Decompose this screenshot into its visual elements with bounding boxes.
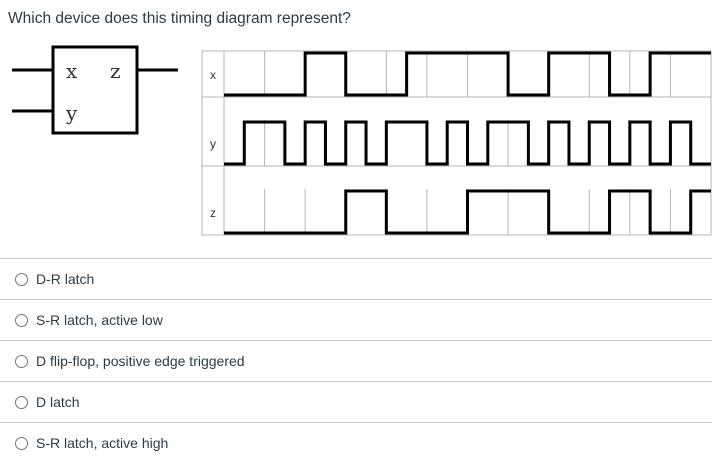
radio-button[interactable] — [15, 313, 28, 327]
answer-option[interactable]: S-R latch, active low — [0, 299, 712, 340]
timing-frame — [201, 50, 712, 236]
device-input-y-label: y — [65, 101, 78, 125]
answer-option[interactable]: D-R latch — [0, 258, 712, 299]
waveform-y — [224, 120, 711, 166]
device-block-diagram: x z y — [12, 45, 178, 135]
question-figure: x z y xyz — [12, 45, 712, 236]
waveform-x — [224, 51, 711, 97]
device-input-x-label: x — [66, 59, 78, 83]
answer-list: D-R latch S-R latch, active low D flip-f… — [0, 258, 712, 463]
device-box — [51, 45, 139, 135]
radio-button[interactable] — [15, 272, 28, 286]
answer-label[interactable]: D latch — [36, 394, 80, 410]
answer-option[interactable]: S-R latch, active high — [0, 422, 712, 463]
answer-label[interactable]: S-R latch, active low — [36, 312, 163, 328]
answer-option[interactable]: D latch — [0, 381, 712, 422]
signal-label-z: z — [210, 206, 216, 220]
answer-label[interactable]: D flip-flop, positive edge triggered — [36, 353, 245, 369]
answer-option[interactable]: D flip-flop, positive edge triggered — [0, 340, 712, 381]
answer-label[interactable]: S-R latch, active high — [36, 435, 169, 451]
signal-label-x: x — [210, 68, 216, 82]
signal-label-y: y — [210, 137, 216, 151]
device-output-z-label: z — [110, 59, 121, 83]
answer-label[interactable]: D-R latch — [36, 271, 95, 287]
question-text: Which device does this timing diagram re… — [8, 10, 351, 27]
radio-button[interactable] — [15, 436, 28, 450]
radio-button[interactable] — [15, 354, 28, 368]
timing-diagram: x y z — [201, 50, 712, 236]
radio-button[interactable] — [15, 395, 28, 409]
waveform-z — [224, 189, 711, 235]
